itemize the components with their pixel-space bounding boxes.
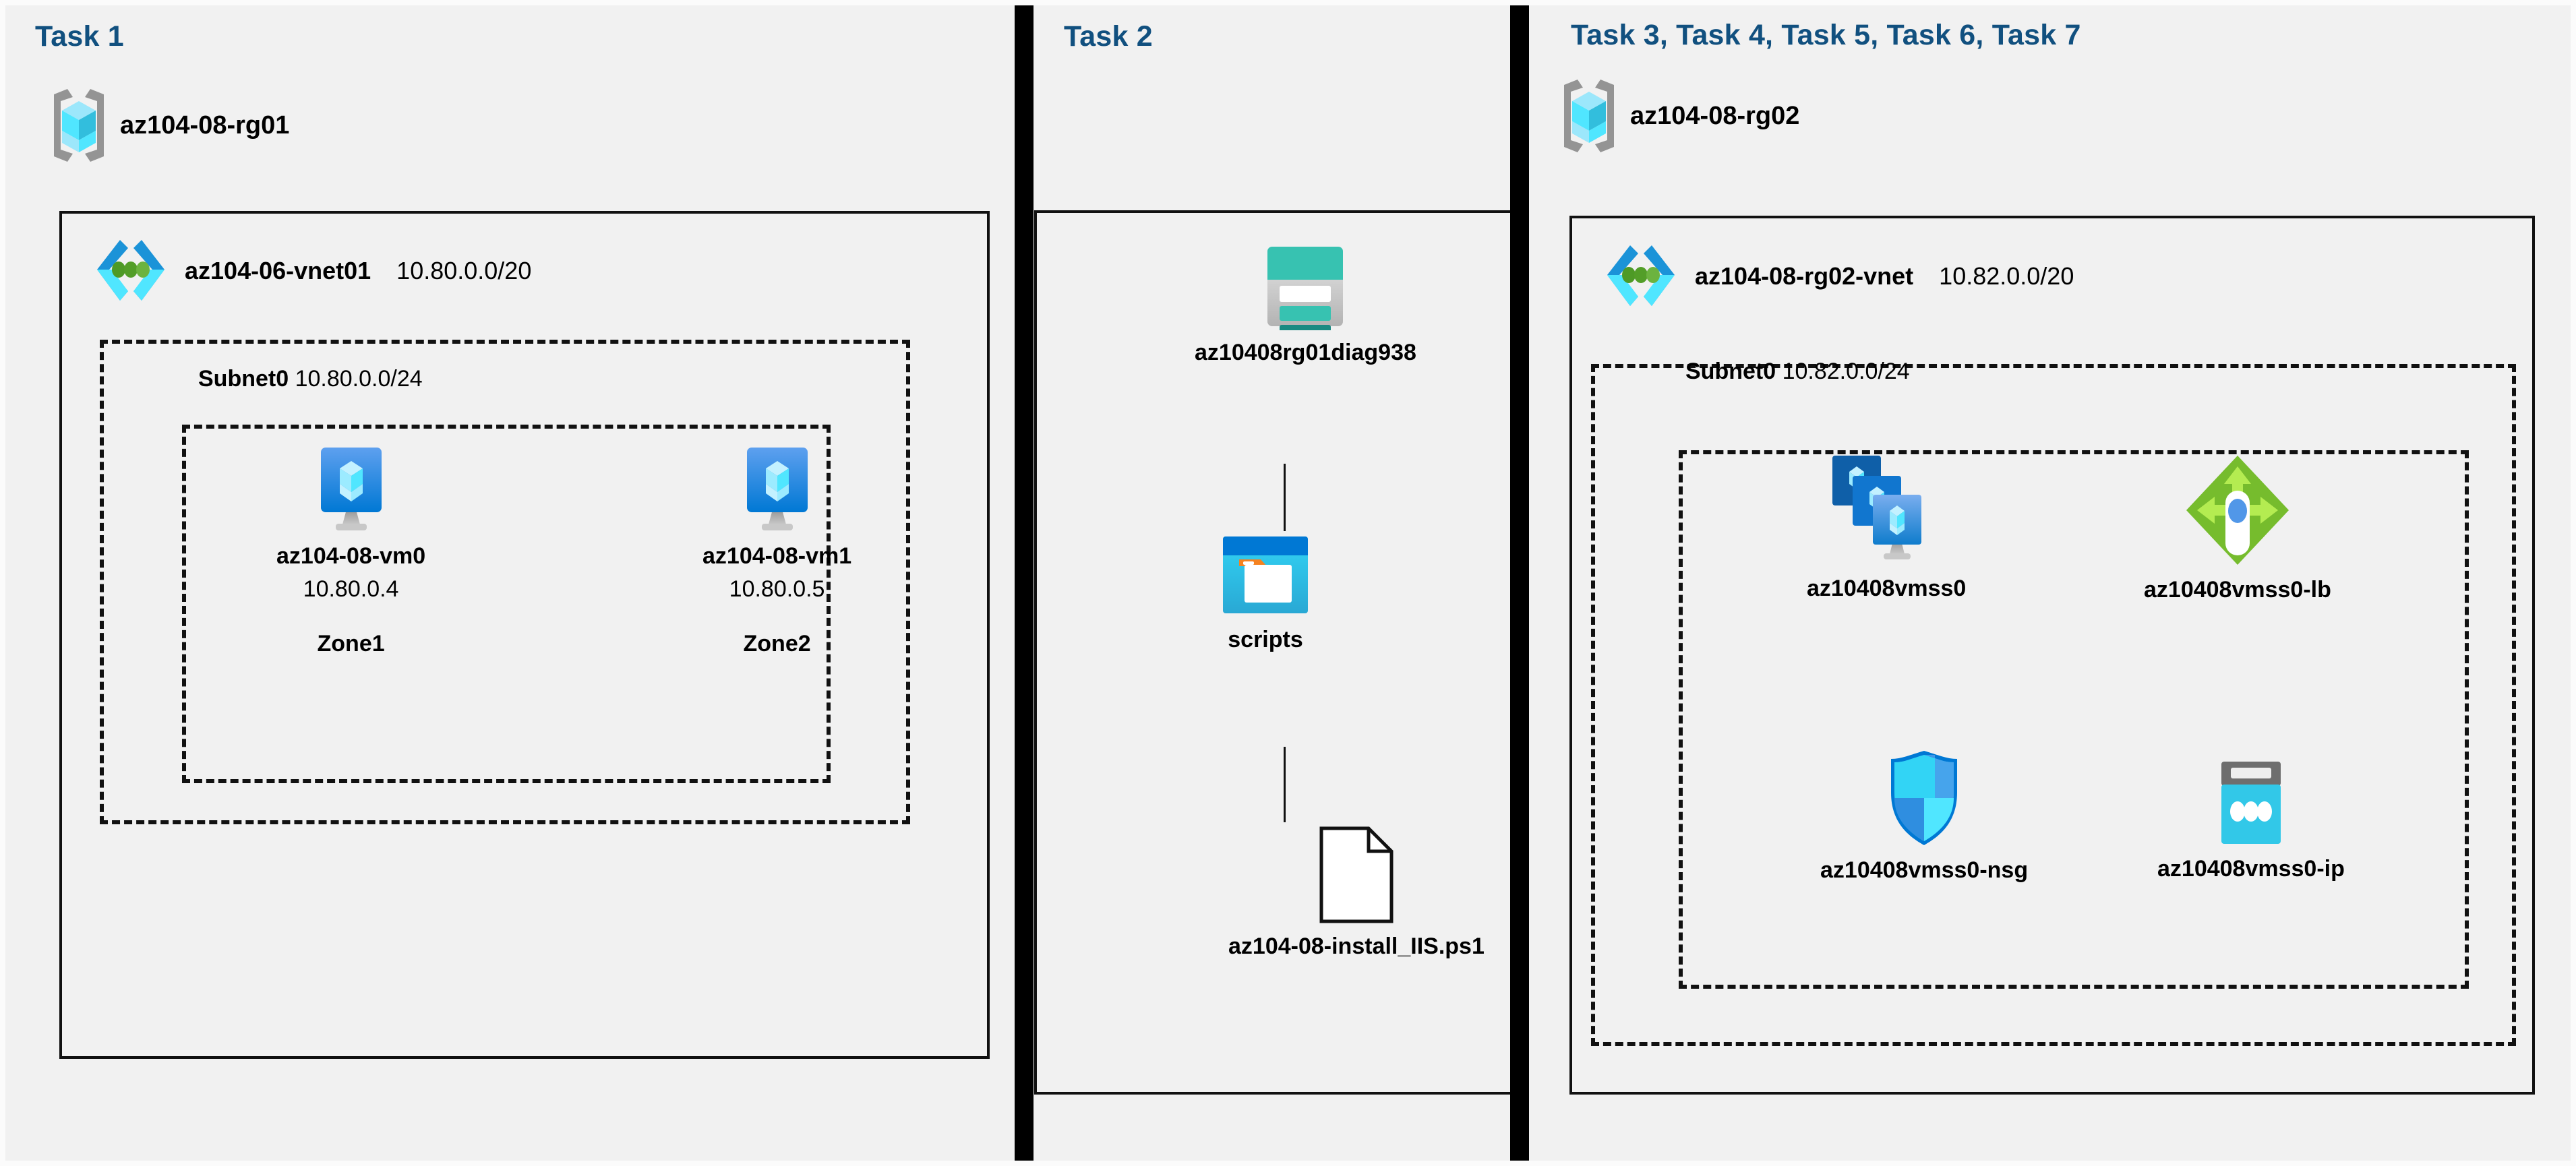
- file-document-icon: [1316, 826, 1397, 924]
- page-edge-left: [0, 0, 5, 1166]
- subnet-label-task1: Subnet0 10.80.0.0/24: [198, 366, 423, 392]
- task1-title: Task 1: [35, 20, 124, 53]
- vm-zone: Zone1: [317, 631, 385, 656]
- virtual-network-icon: [94, 236, 167, 306]
- storage-account-name: az10408rg01diag938: [1195, 340, 1416, 365]
- file-node-ps1[interactable]: az104-08-install_IIS.ps1: [1228, 826, 1485, 960]
- blob-container-node[interactable]: scripts: [1219, 532, 1312, 653]
- vm-scale-set-icon: [1828, 453, 1944, 566]
- subnet-label-task3: Subnet0 10.82.0.0/24: [1685, 359, 1910, 385]
- subnet-container-subnet0-task1: [100, 340, 910, 824]
- vnet-container-az104-08-rg02-vnet: [1569, 216, 2535, 1095]
- vnet-name: az104-08-rg02-vnet: [1695, 262, 1914, 290]
- vnet-cidr: 10.80.0.0/20: [396, 257, 532, 284]
- resource-group-az104-08-rg01: az104-08-rg01: [53, 88, 289, 163]
- vnet-header-az104-06-vnet01: az104-06-vnet01 10.80.0.0/20: [94, 236, 531, 306]
- vnet-container-az104-06-vnet01: [59, 211, 990, 1059]
- public-ip-node[interactable]: az10408vmss0-ip: [2157, 759, 2345, 882]
- vnet-name: az104-06-vnet01: [185, 257, 371, 284]
- resource-group-az104-08-rg02: az104-08-rg02: [1563, 78, 1799, 154]
- panel-task3: [1540, 5, 2571, 1161]
- panel-separator-left: [1015, 0, 1034, 1166]
- connector-scripts-to-file: [1284, 747, 1286, 822]
- storage-account-node[interactable]: az10408rg01diag938: [1195, 243, 1416, 366]
- vm-node-az104-08-vm0[interactable]: az104-08-vm0 10.80.0.4 Zone1: [276, 445, 425, 657]
- vmss-resources-container: [1679, 450, 2469, 989]
- nsg-name: az10408vmss0-nsg: [1820, 857, 2029, 883]
- resource-group-icon: [53, 88, 105, 163]
- task2-title: Task 2: [1064, 20, 1153, 53]
- vm-node-az104-08-vm1[interactable]: az104-08-vm1 10.80.0.5 Zone2: [702, 445, 851, 657]
- subnet-cidr: 10.82.0.0/24: [1782, 359, 1910, 384]
- resource-group-label: az104-08-rg01: [120, 111, 290, 140]
- panel-separator-right: [1510, 0, 1529, 1166]
- blob-container-icon: [1219, 532, 1312, 617]
- load-balancer-node[interactable]: az10408vmss0-lb: [2144, 453, 2331, 603]
- connector-storage-to-scripts: [1284, 464, 1286, 531]
- task3-title: Task 3, Task 4, Task 5, Task 6, Task 7: [1571, 19, 2081, 51]
- load-balancer-icon: [2184, 453, 2292, 567]
- virtual-machine-icon: [311, 445, 391, 534]
- subnet-name: Subnet0: [198, 366, 289, 392]
- file-name: az104-08-install_IIS.ps1: [1228, 933, 1485, 959]
- vnet-cidr: 10.82.0.0/20: [1939, 262, 2074, 290]
- vnet-header-az104-08-rg02-vnet: az104-08-rg02-vnet 10.82.0.0/20: [1605, 241, 2074, 311]
- page-edge-right: [2571, 0, 2576, 1166]
- subnet-cidr: 10.80.0.0/24: [295, 366, 423, 392]
- vm-ip-address: 10.80.0.4: [303, 576, 399, 602]
- availability-zone-container: [182, 425, 831, 783]
- storage-account-icon: [1258, 243, 1352, 330]
- vmss-name: az10408vmss0: [1807, 576, 1967, 601]
- blob-container-name: scripts: [1228, 627, 1303, 652]
- virtual-network-icon: [1605, 241, 1677, 311]
- page-edge-top: [0, 0, 2576, 5]
- resource-group-label: az104-08-rg02: [1630, 101, 1800, 130]
- nsg-node[interactable]: az10408vmss0-nsg: [1820, 748, 2028, 884]
- vm-ip-address: 10.80.0.5: [729, 576, 825, 602]
- public-ip-address-icon: [2216, 759, 2286, 847]
- page-edge-bottom: [0, 1161, 2576, 1166]
- subnet-name: Subnet0: [1685, 359, 1776, 384]
- virtual-machine-icon: [738, 445, 817, 534]
- network-security-group-icon: [1884, 748, 1964, 848]
- vm-name: az104-08-vm1: [702, 543, 852, 569]
- vm-zone: Zone2: [743, 631, 811, 656]
- vm-name: az104-08-vm0: [276, 543, 426, 569]
- vmss-node-az10408vmss0[interactable]: az10408vmss0: [1807, 453, 1966, 602]
- resource-group-icon: [1563, 78, 1615, 154]
- subnet-container-subnet0-task3: [1591, 364, 2516, 1046]
- public-ip-name: az10408vmss0-ip: [2157, 856, 2345, 882]
- load-balancer-name: az10408vmss0-lb: [2144, 577, 2331, 603]
- panel-task1: [5, 5, 1014, 1161]
